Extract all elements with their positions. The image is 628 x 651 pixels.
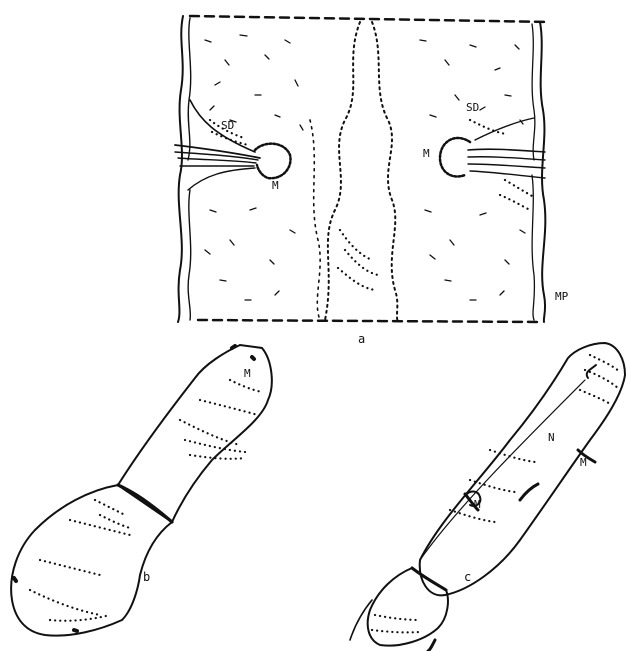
- label-c-n: N: [548, 432, 555, 443]
- panel-c-caption: c: [464, 571, 471, 583]
- panel-a-cell-junction: [175, 16, 548, 322]
- panel-a-caption: a: [358, 333, 365, 345]
- label-c-m-lower: M: [474, 499, 481, 510]
- panel-c-lower-cell-outline: [368, 568, 448, 646]
- label-sd-left: SD: [221, 120, 234, 131]
- panel-b-caption: b: [143, 571, 150, 583]
- label-sd-right: SD: [466, 102, 479, 113]
- panel-b-elongated-cell: [11, 345, 272, 636]
- panel-a-left-mitochondrion: [255, 144, 290, 179]
- panel-c-main-cell-outline: [420, 343, 625, 595]
- panel-a-bottom-border: [198, 320, 540, 322]
- panel-a-top-border: [190, 16, 548, 22]
- panel-a-junction-line-left: [325, 22, 360, 320]
- label-b-m: M: [244, 368, 251, 379]
- panel-c-elongated-cell: [350, 343, 625, 651]
- label-m-center: M: [423, 148, 430, 159]
- label-mp: MP: [555, 291, 568, 302]
- panel-a-right-membrane: [540, 22, 545, 322]
- panel-a-junction-line-right: [372, 22, 398, 322]
- panel-a-left-membrane: [178, 16, 183, 322]
- panel-a-right-mitochondrion: [440, 138, 470, 177]
- label-c-m-upper: M: [580, 457, 587, 468]
- label-m-left: M: [272, 180, 279, 191]
